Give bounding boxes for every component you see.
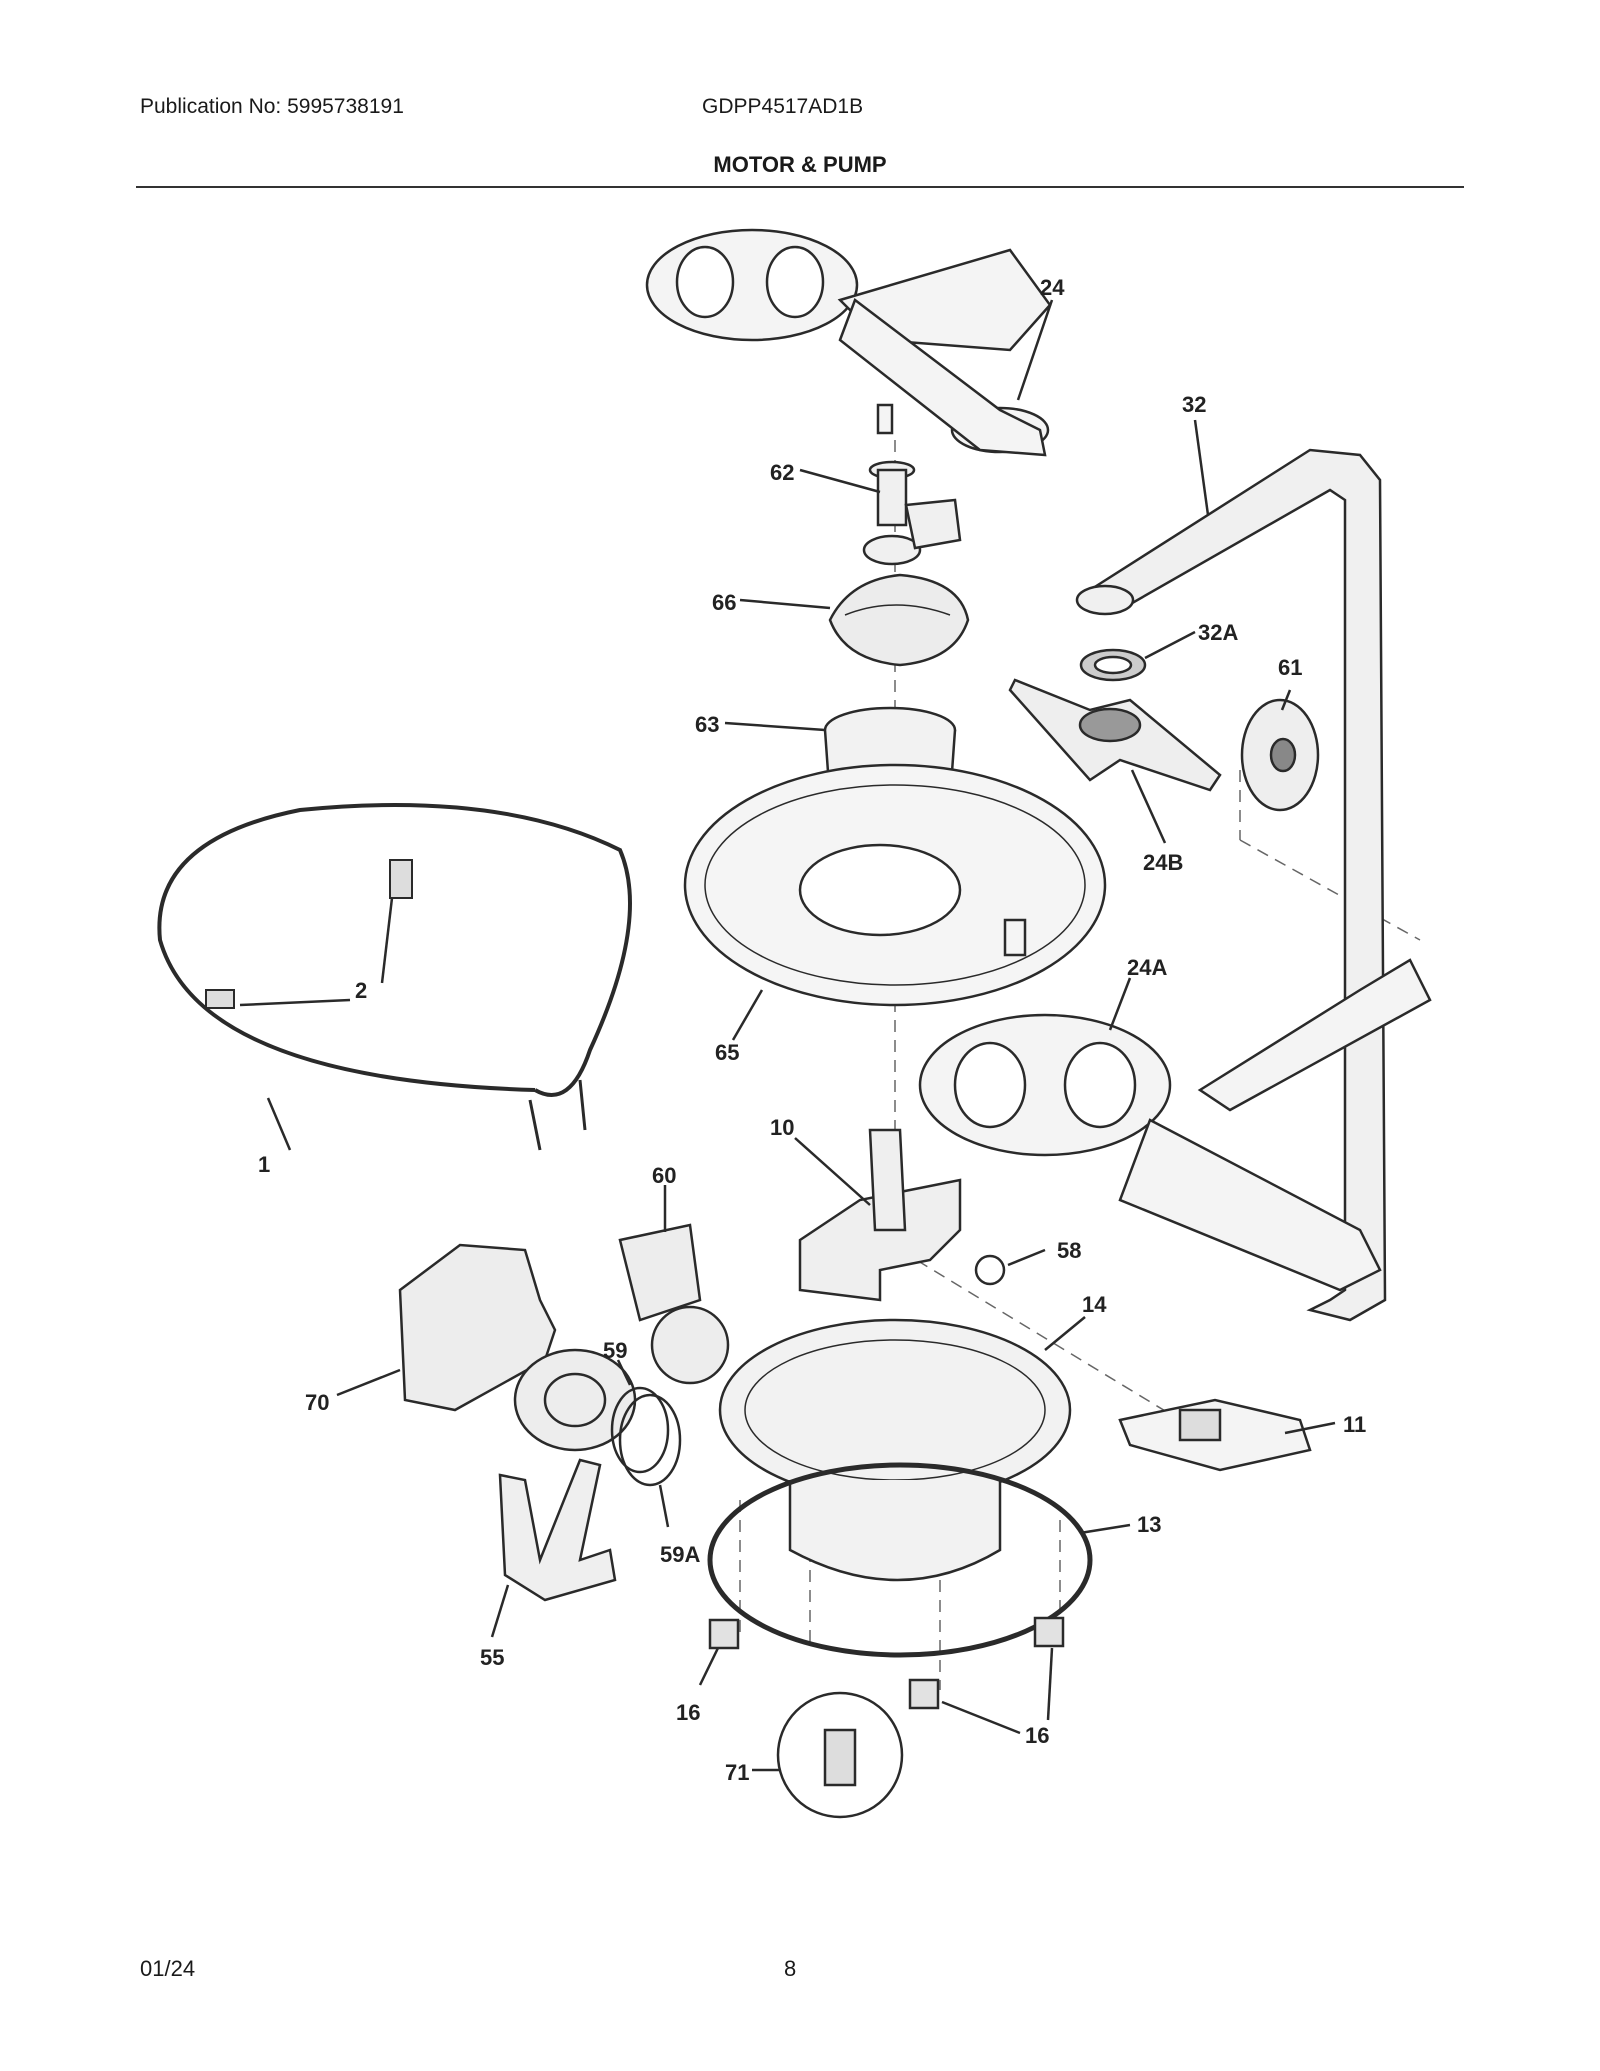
seal-32A: [1079, 648, 1147, 682]
label-16b: 16: [1025, 1723, 1049, 1748]
label-63: 63: [695, 712, 719, 737]
part-65: [683, 763, 1107, 1007]
label-66: 66: [712, 590, 736, 615]
label-24B: 24B: [1143, 850, 1183, 875]
label-65: 65: [715, 1040, 739, 1065]
label-24A: 24A: [1127, 955, 1167, 980]
label-60: 60: [652, 1163, 676, 1188]
model-number: GDPP4517AD1B: [702, 95, 864, 118]
part-62: [862, 460, 962, 566]
label-71: 71: [725, 1760, 749, 1785]
feet-16: [708, 1616, 1065, 1710]
label-2: 2: [355, 978, 367, 1003]
part-66: [828, 573, 970, 667]
label-61: 61: [1278, 655, 1302, 680]
part-labels: 24 32 62 66 32A 61 63 24B 2 24A 65 1 10 …: [258, 275, 1366, 1785]
leader-lines: [239, 299, 1336, 1772]
publication-number: Publication No: 5995738191: [140, 95, 404, 118]
sump-14: [718, 1318, 1072, 1582]
label-10: 10: [770, 1115, 794, 1140]
spray-arm-24B: [1008, 678, 1222, 792]
lower-spray-arm-24A: [918, 958, 1432, 1292]
part-10: [798, 1128, 962, 1302]
label-16a: 16: [676, 1700, 700, 1725]
revision-date: 01/24: [140, 1956, 196, 1981]
section-title: MOTOR & PUMP: [713, 152, 887, 177]
label-11: 11: [1343, 1412, 1366, 1437]
label-13: 13: [1137, 1512, 1161, 1537]
gasket-13: [707, 1462, 1093, 1658]
label-59: 59: [603, 1338, 627, 1363]
part-60: [618, 1223, 730, 1385]
label-32A: 32A: [1198, 620, 1238, 645]
ball-58: [974, 1254, 1006, 1286]
upper-spray-arm-24: [645, 228, 1052, 457]
label-70: 70: [305, 1390, 329, 1415]
wire-harness-1: [157, 803, 632, 1151]
header-divider: [136, 186, 1464, 188]
page-number: 8: [784, 1956, 797, 1981]
label-62: 62: [770, 460, 794, 485]
bracket-55: [498, 1458, 617, 1602]
label-24: 24: [1040, 275, 1065, 300]
label-59A: 59A: [660, 1542, 700, 1567]
label-1: 1: [258, 1152, 270, 1177]
motor-70: [398, 1243, 637, 1452]
label-58: 58: [1057, 1238, 1081, 1263]
washer-61: [1240, 698, 1320, 812]
sensor-board-11: [1118, 1398, 1312, 1472]
label-32: 32: [1182, 392, 1206, 417]
label-55: 55: [480, 1645, 504, 1670]
o-rings-59: [610, 1386, 682, 1487]
detail-71: [776, 1691, 904, 1819]
label-14: 14: [1082, 1292, 1107, 1317]
